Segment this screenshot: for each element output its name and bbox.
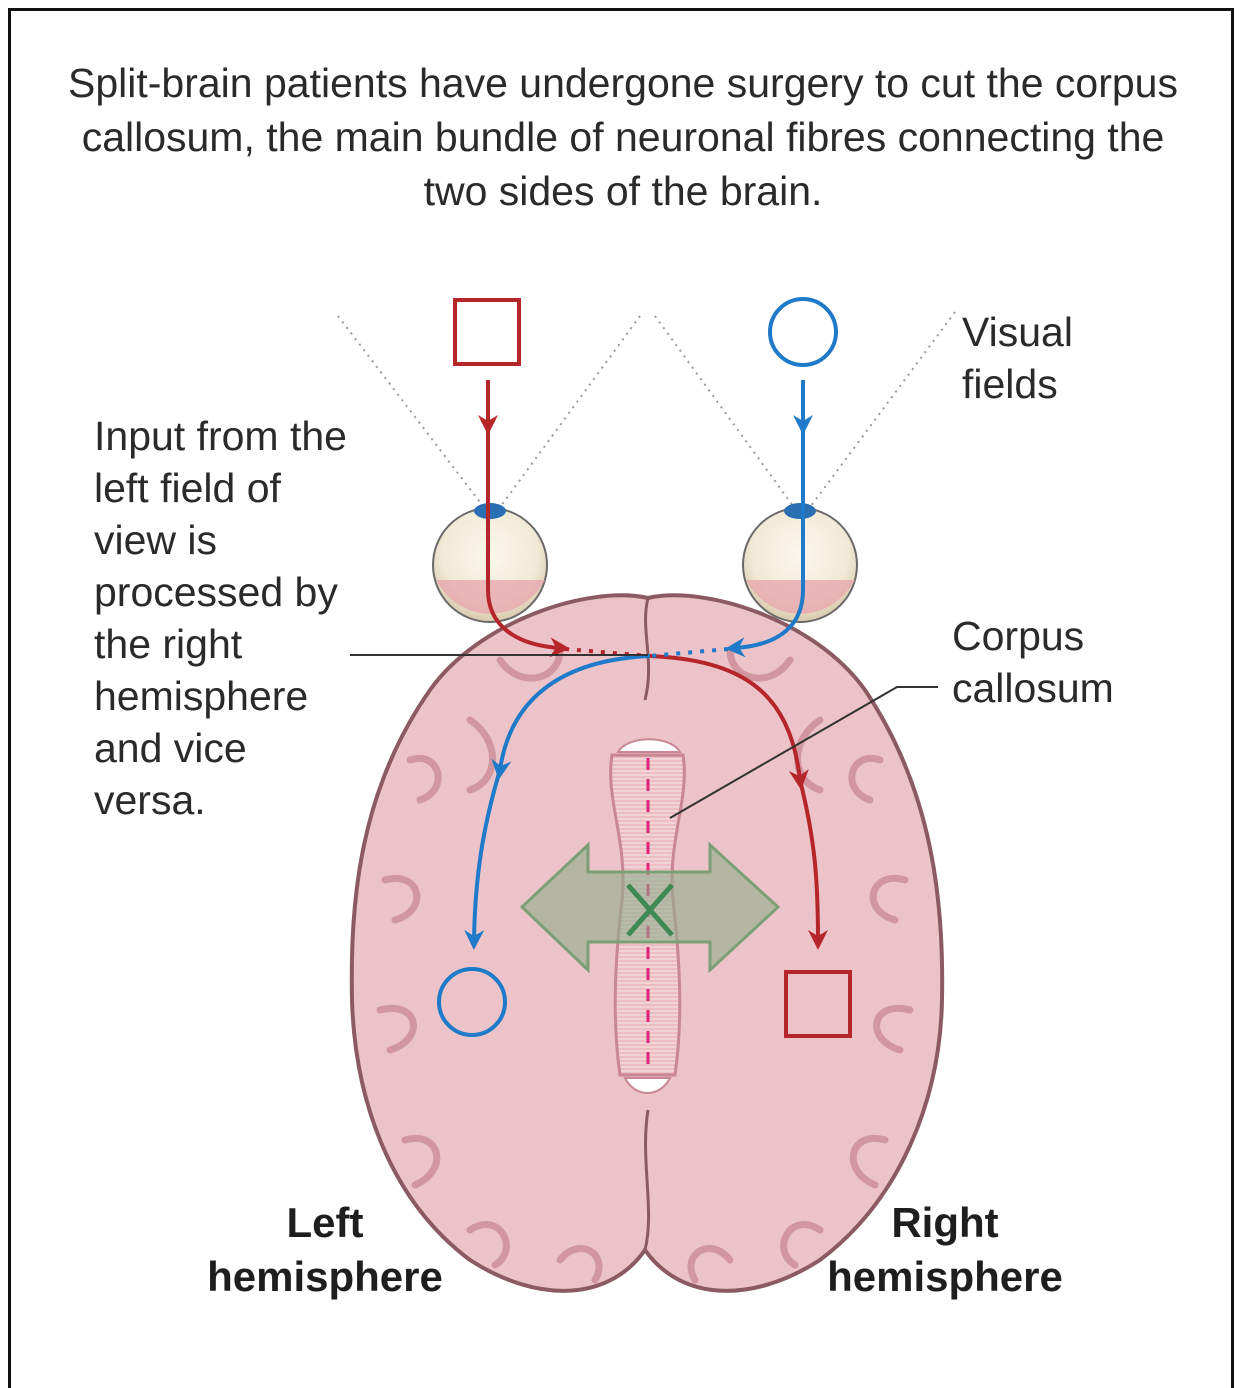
left-hemisphere-label: Left hemisphere	[195, 1196, 455, 1304]
right-hemisphere-label: Right hemisphere	[815, 1196, 1075, 1304]
red-square-stimulus	[455, 300, 519, 364]
corpus-callosum-label: Corpus callosum	[952, 610, 1152, 714]
blue-circle-stimulus	[770, 299, 836, 365]
visual-field-lines	[338, 312, 955, 510]
visual-fields-label: Visual fields	[962, 306, 1102, 410]
input-note-label: Input from the left field of view is pro…	[94, 410, 354, 826]
